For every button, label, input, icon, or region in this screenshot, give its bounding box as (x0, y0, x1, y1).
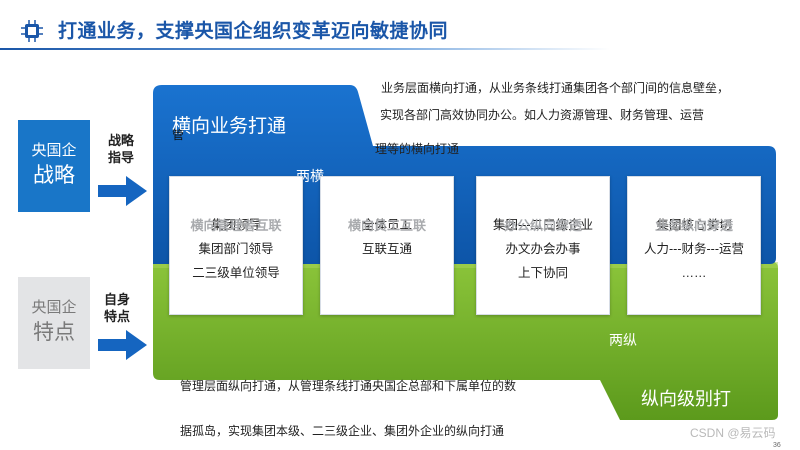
card-title: 办公纵向穿透 (503, 218, 582, 233)
card-item: 集团部门领导 (198, 242, 274, 256)
strategy-box-line2: 战略 (33, 164, 75, 187)
strategy-box-line1: 央国企 (31, 142, 77, 159)
horizontal-description-2: 实现各部门高效协同办公。如人力资源管理、财务管理、运营 (380, 108, 705, 122)
card-item: …… (681, 266, 707, 280)
card-title: 业务纵向穿透 (654, 218, 733, 233)
card-item: 全体员工 (361, 218, 412, 232)
header-divider (0, 48, 610, 50)
card-manager-connect: 横向管理者互联 集团领导 集团部门领导 二三级单位领导 (169, 176, 303, 315)
chip-icon (21, 20, 43, 42)
strategy-arrow (98, 176, 147, 206)
horizontal-band (153, 85, 776, 264)
overlap-fragment: 管 (172, 128, 185, 142)
strategy-arrow-label: 战略 指导 (108, 133, 135, 165)
features-box-line2: 特点 (33, 321, 75, 344)
features-box-line1: 央国企 (31, 299, 77, 316)
card-employee-connect: 横向员工互联 全体员工 互联互通 (320, 176, 454, 315)
card-title: 横向员工互联 (347, 218, 426, 233)
card-item: 人力---财务---运营 (644, 242, 744, 256)
card-item: 集团领导 (210, 218, 261, 232)
horizontal-description-1: 业务层面横向打通，从业务条线打通集团各个部门间的信息壁垒， (381, 81, 730, 95)
vertical-label: 两纵 (609, 332, 637, 348)
features-arrow-label: 自身 特点 (104, 292, 131, 324)
vertical-title: 纵向级别打 (641, 389, 731, 409)
page-title: 打通业务，支撑央国企组织变革迈向敏捷协同 (58, 21, 449, 42)
vertical-description-2: 据孤岛，实现集团本级、二三级企业、集团外企业的纵向打通 (180, 424, 505, 438)
horizontal-description-3: 理等的横向打通 (375, 142, 460, 156)
horizontal-label: 两横 (296, 168, 324, 184)
card-item: 集团---二三级企业 (493, 218, 593, 232)
vertical-band (153, 262, 778, 420)
features-box: 央国企 特点 (18, 277, 90, 369)
card-business-vertical: 业务纵向穿透 集团核心关切 人力---财务---运营 …… (627, 176, 761, 315)
card-item: 集团核心关切 (656, 218, 732, 232)
strategy-box: 央国企 战略 (18, 120, 90, 212)
card-item: 二三级单位领导 (192, 266, 280, 280)
card-item: 办文办会办事 (505, 242, 581, 256)
card-item: 上下协同 (517, 266, 568, 280)
vertical-description-1: 管理层面纵向打通，从管理条线打通央国企总部和下属单位的数 (180, 379, 517, 393)
card-item: 互联互通 (361, 242, 412, 256)
features-arrow (98, 330, 147, 360)
watermark: CSDN @易云码 (690, 426, 776, 440)
card-office-vertical: 办公纵向穿透 集团---二三级企业 办文办会办事 上下协同 (476, 176, 610, 315)
page-number: 36 (773, 442, 781, 449)
horizontal-title: 横向业务打通 (172, 116, 287, 137)
card-title: 横向管理者互联 (190, 218, 282, 233)
